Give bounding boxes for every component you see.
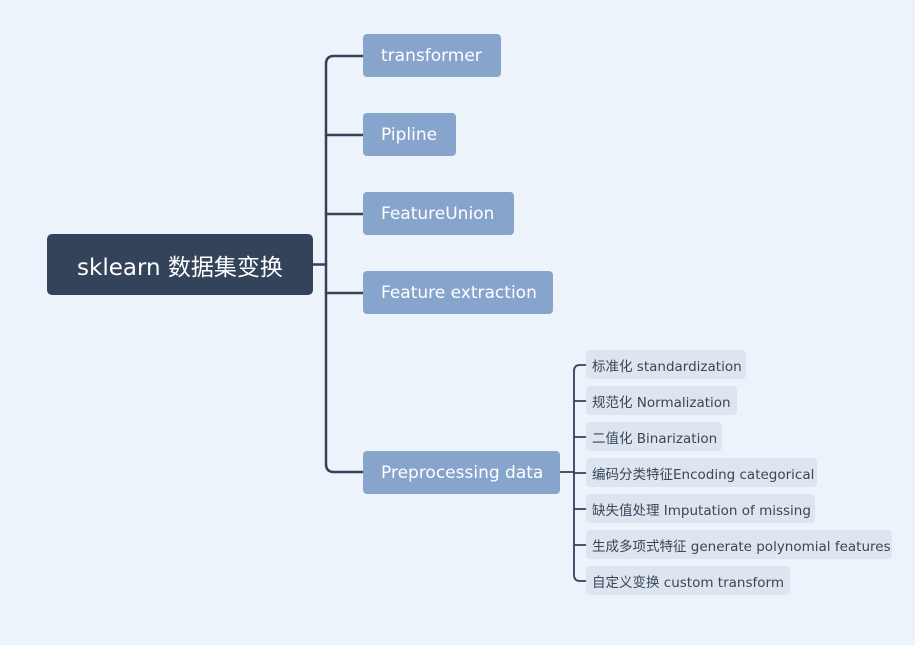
leaf-node-label: 生成多项式特征 generate polynomial features	[592, 538, 891, 555]
leaf-node-label: 缺失值处理 Imputation of missing	[592, 502, 811, 519]
branch-node-pipline[interactable]: Pipline	[363, 113, 456, 156]
root-node[interactable]: sklearn 数据集变换	[47, 234, 313, 295]
branch-node-label: FeatureUnion	[381, 203, 495, 224]
leaf-node-label: 编码分类特征Encoding categorical	[592, 466, 815, 483]
leaf-node-custom-transform[interactable]: 自定义变换 custom transform	[586, 566, 790, 595]
leaf-node-normalization[interactable]: 规范化 Normalization	[586, 386, 737, 415]
leaf-node-label: 自定义变换 custom transform	[592, 574, 784, 591]
branch-node-feature-extraction[interactable]: Feature extraction	[363, 271, 553, 314]
leaf-node-label: 规范化 Normalization	[592, 394, 731, 411]
leaf-node-standardization[interactable]: 标准化 standardization	[586, 350, 746, 379]
leaf-node-encoding-categorical[interactable]: 编码分类特征Encoding categorical	[586, 458, 817, 487]
leaf-node-label: 二值化 Binarization	[592, 430, 718, 447]
leaf-node-imputation[interactable]: 缺失值处理 Imputation of missing	[586, 494, 815, 523]
branch-node-preprocessing-data[interactable]: Preprocessing data	[363, 451, 560, 494]
branch-node-label: Feature extraction	[381, 282, 537, 303]
branch-node-transformer[interactable]: transformer	[363, 34, 501, 77]
branch-node-label: transformer	[381, 45, 482, 66]
branch-node-label: Preprocessing data	[381, 462, 544, 483]
branch-node-label: Pipline	[381, 124, 438, 145]
connector-trunk	[324, 54, 365, 474]
root-node-label: sklearn 数据集变换	[77, 254, 283, 281]
leaf-node-polynomial-features[interactable]: 生成多项式特征 generate polynomial features	[586, 530, 892, 559]
leaf-node-binarization[interactable]: 二值化 Binarization	[586, 422, 722, 451]
branch-node-featureunion[interactable]: FeatureUnion	[363, 192, 514, 235]
leaf-node-label: 标准化 standardization	[592, 358, 742, 375]
